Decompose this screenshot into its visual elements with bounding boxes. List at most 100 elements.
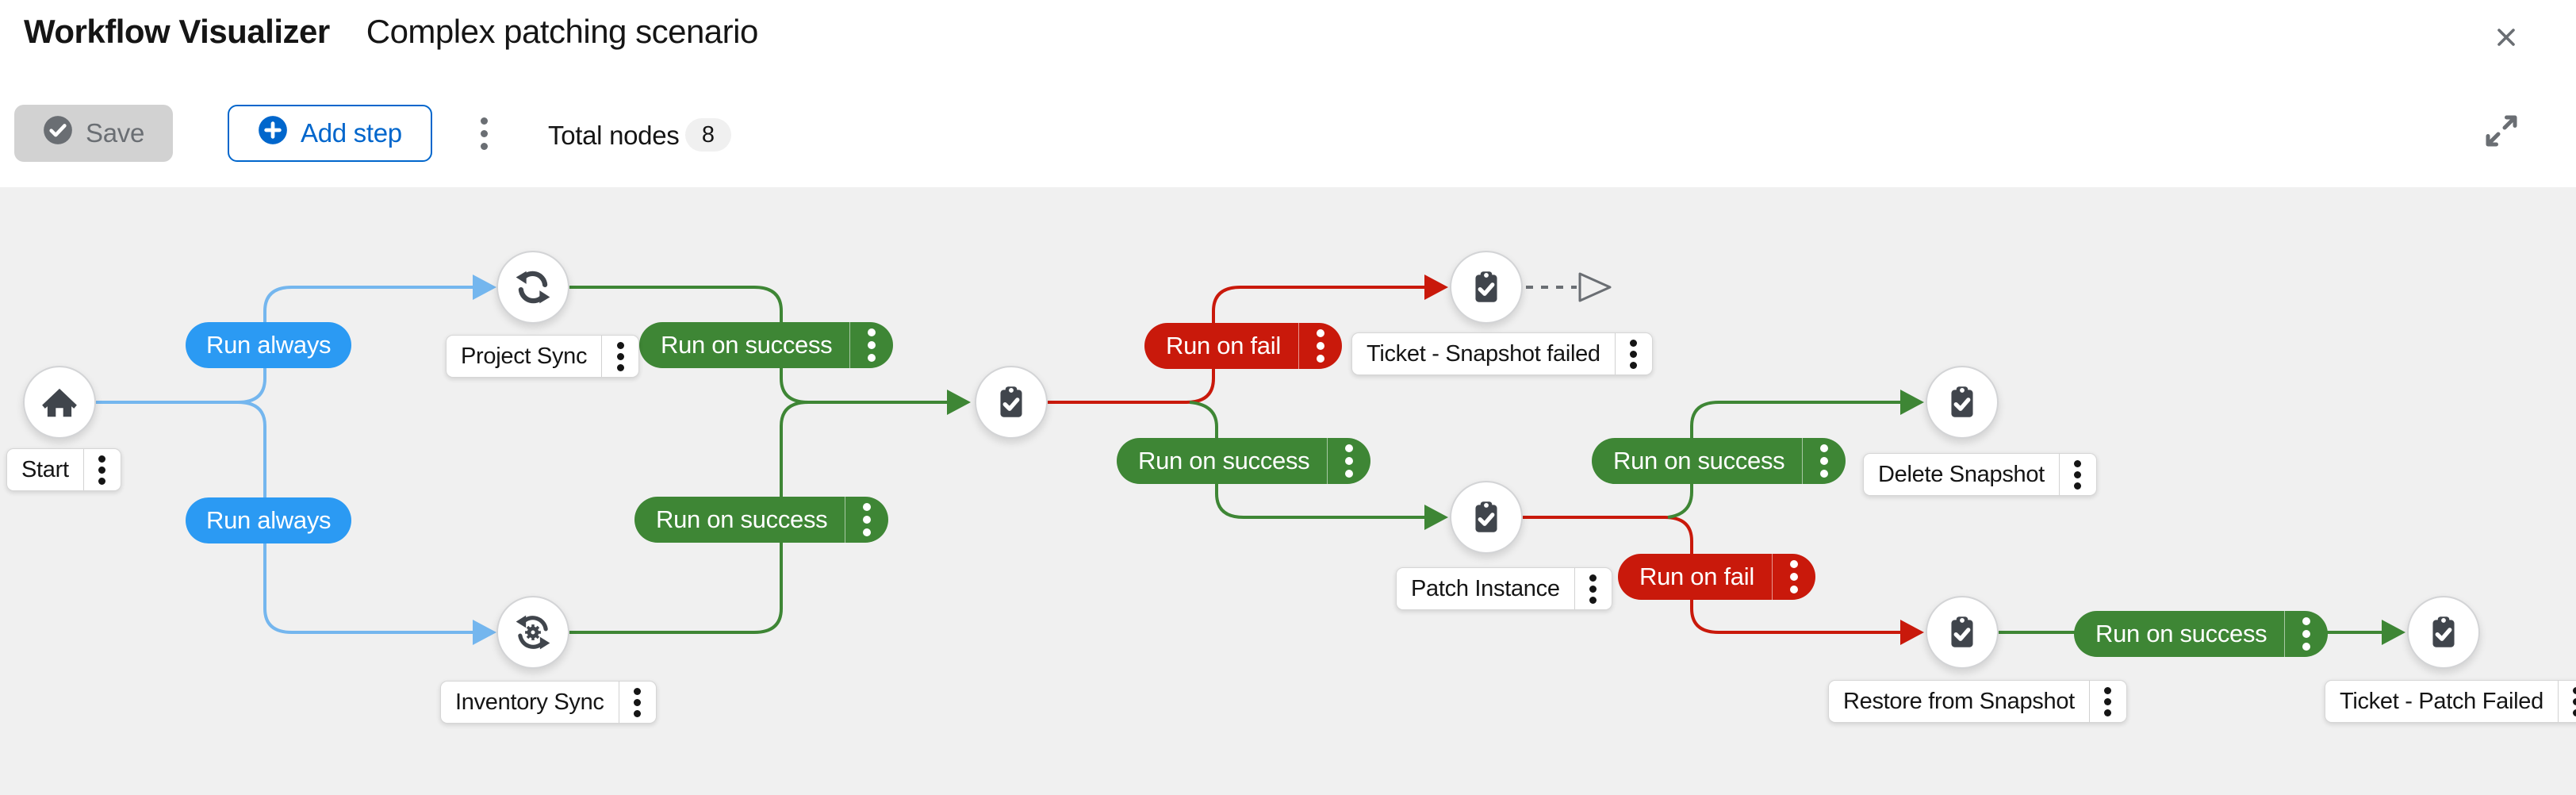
link-pill-kebab-button[interactable]	[850, 322, 893, 368]
pill-divider	[1298, 323, 1299, 369]
node-kebab-button[interactable]	[84, 449, 121, 490]
plaque-divider	[601, 336, 603, 377]
total-nodes-label: Total nodes	[548, 121, 680, 150]
node-label-plaque-delete-snapshot: Delete Snapshot	[1863, 453, 2097, 496]
check-circle-icon	[43, 115, 73, 152]
node-kebab-button[interactable]	[1575, 568, 1612, 609]
kebab-icon	[2302, 617, 2311, 651]
node-label-plaque-start: Start	[6, 448, 121, 491]
titlebar: Workflow Visualizer Complex patching sce…	[24, 13, 758, 51]
edge-start-to-inventory-sync	[237, 401, 473, 634]
node-kebab-button[interactable]	[2559, 681, 2576, 722]
kebab-icon	[1589, 574, 1597, 604]
edge-arrowhead	[2382, 620, 2405, 645]
workflow-node-delete-snapshot[interactable]	[1926, 366, 1999, 439]
node-label-plaque-ticket-patch-failed: Ticket - Patch Failed	[2325, 680, 2576, 723]
node-kebab-button[interactable]	[1616, 333, 1652, 374]
node-label: Ticket - Snapshot failed	[1367, 340, 1600, 367]
add-step-button[interactable]: Add step	[228, 105, 432, 162]
run-on-fail-pill[interactable]: Run on fail	[1144, 323, 1342, 369]
edge-arrowhead	[1900, 620, 1924, 645]
save-button-label: Save	[86, 118, 145, 148]
run-on-success-pill[interactable]: Run on success	[1117, 438, 1371, 484]
workflow-node-inventory-sync[interactable]	[496, 596, 569, 669]
pill-divider	[2284, 611, 2286, 657]
node-label-plaque-patch-instance: Patch Instance	[1396, 567, 1612, 610]
clipboard-check-icon	[1466, 267, 1506, 307]
clipboard-check-icon	[991, 382, 1031, 422]
link-pill-kebab-button[interactable]	[1773, 554, 1815, 600]
plaque-divider	[1614, 333, 1616, 374]
edge-arrowhead	[473, 620, 496, 645]
kebab-icon	[1316, 329, 1324, 363]
node-label-plaque-inventory-sync: Inventory Sync	[440, 681, 657, 724]
node-label: Ticket - Patch Failed	[2340, 688, 2543, 714]
node-label: Patch Instance	[1411, 575, 1560, 601]
node-label: Restore from Snapshot	[1843, 688, 2075, 714]
workflow-node-patch-instance[interactable]	[1450, 481, 1523, 554]
clipboard-check-icon	[1942, 382, 1982, 422]
node-label: Project Sync	[461, 343, 588, 369]
link-pill-kebab-button[interactable]	[1328, 438, 1370, 484]
workflow-node-ticket-patch-failed[interactable]	[2407, 596, 2480, 669]
kebab-icon	[2104, 686, 2112, 716]
run-always-pill[interactable]: Run always	[186, 497, 352, 543]
save-button[interactable]: Save	[14, 105, 174, 162]
close-button[interactable]	[2486, 17, 2527, 59]
run-always-pill[interactable]: Run always	[186, 322, 352, 368]
node-label-plaque-project-sync: Project Sync	[446, 335, 640, 378]
link-pill-kebab-button[interactable]	[1803, 438, 1846, 484]
node-kebab-button[interactable]	[602, 336, 638, 377]
kebab-icon	[2573, 686, 2576, 716]
edge-arrowhead	[947, 390, 971, 415]
plaque-divider	[82, 449, 84, 490]
link-pill-label: Run on success	[656, 505, 828, 533]
plaque-divider	[2557, 681, 2559, 722]
node-kebab-button[interactable]	[2060, 454, 2096, 495]
workflow-node-project-sync[interactable]	[496, 251, 569, 324]
run-on-fail-pill[interactable]: Run on fail	[1618, 554, 1815, 600]
sync-icon	[513, 267, 553, 307]
link-pill-kebab-button[interactable]	[845, 497, 888, 543]
expand-button[interactable]	[2478, 108, 2525, 156]
run-on-success-pill[interactable]: Run on success	[634, 497, 889, 543]
edge-arrowhead	[1424, 275, 1448, 300]
workflow-node-restore-from-snapshot[interactable]	[1926, 596, 1999, 669]
link-pill-kebab-button[interactable]	[2285, 611, 2328, 657]
plaque-divider	[2088, 681, 2090, 722]
node-label-plaque-ticket-snapshot-failed: Ticket - Snapshot failed	[1351, 332, 1653, 375]
close-icon	[2493, 24, 2520, 53]
clipboard-check-icon	[2424, 613, 2463, 652]
pill-divider	[1802, 438, 1804, 484]
inventory-sync-icon	[513, 613, 553, 652]
link-pill-label: Run always	[206, 506, 332, 534]
edge-arrowhead	[473, 275, 496, 300]
kebab-icon	[98, 455, 106, 485]
toolbar-kebab-button[interactable]	[465, 111, 503, 156]
node-label: Inventory Sync	[455, 689, 604, 715]
kebab-icon	[1345, 444, 1354, 478]
run-on-success-pill[interactable]: Run on success	[2074, 611, 2329, 657]
run-on-success-pill[interactable]: Run on success	[639, 322, 894, 368]
node-kebab-button[interactable]	[2090, 681, 2126, 722]
kebab-icon	[1820, 444, 1829, 478]
hollow-arrow-icon[interactable]	[1578, 272, 1612, 302]
workflow-node-ticket-snapshot-failed[interactable]	[1450, 251, 1523, 324]
plaque-divider	[1574, 568, 1575, 609]
node-label: Start	[21, 456, 69, 482]
link-pill-kebab-button[interactable]	[1299, 323, 1342, 369]
home-icon	[40, 382, 79, 422]
total-nodes-badge: 8	[685, 118, 731, 152]
link-pill-label: Run on success	[2095, 620, 2267, 647]
kebab-icon	[2074, 459, 2082, 490]
workflow-node-snapshot-job[interactable]	[975, 366, 1048, 439]
workflow-node-start[interactable]	[23, 366, 96, 439]
edge-arrowhead	[1900, 390, 1924, 415]
run-on-success-pill[interactable]: Run on success	[1592, 438, 1846, 484]
clipboard-check-icon	[1942, 613, 1982, 652]
plaque-divider	[2058, 454, 2060, 495]
node-kebab-button[interactable]	[619, 682, 656, 723]
node-label: Delete Snapshot	[1878, 461, 2045, 487]
workflow-name: Complex patching scenario	[366, 13, 759, 50]
